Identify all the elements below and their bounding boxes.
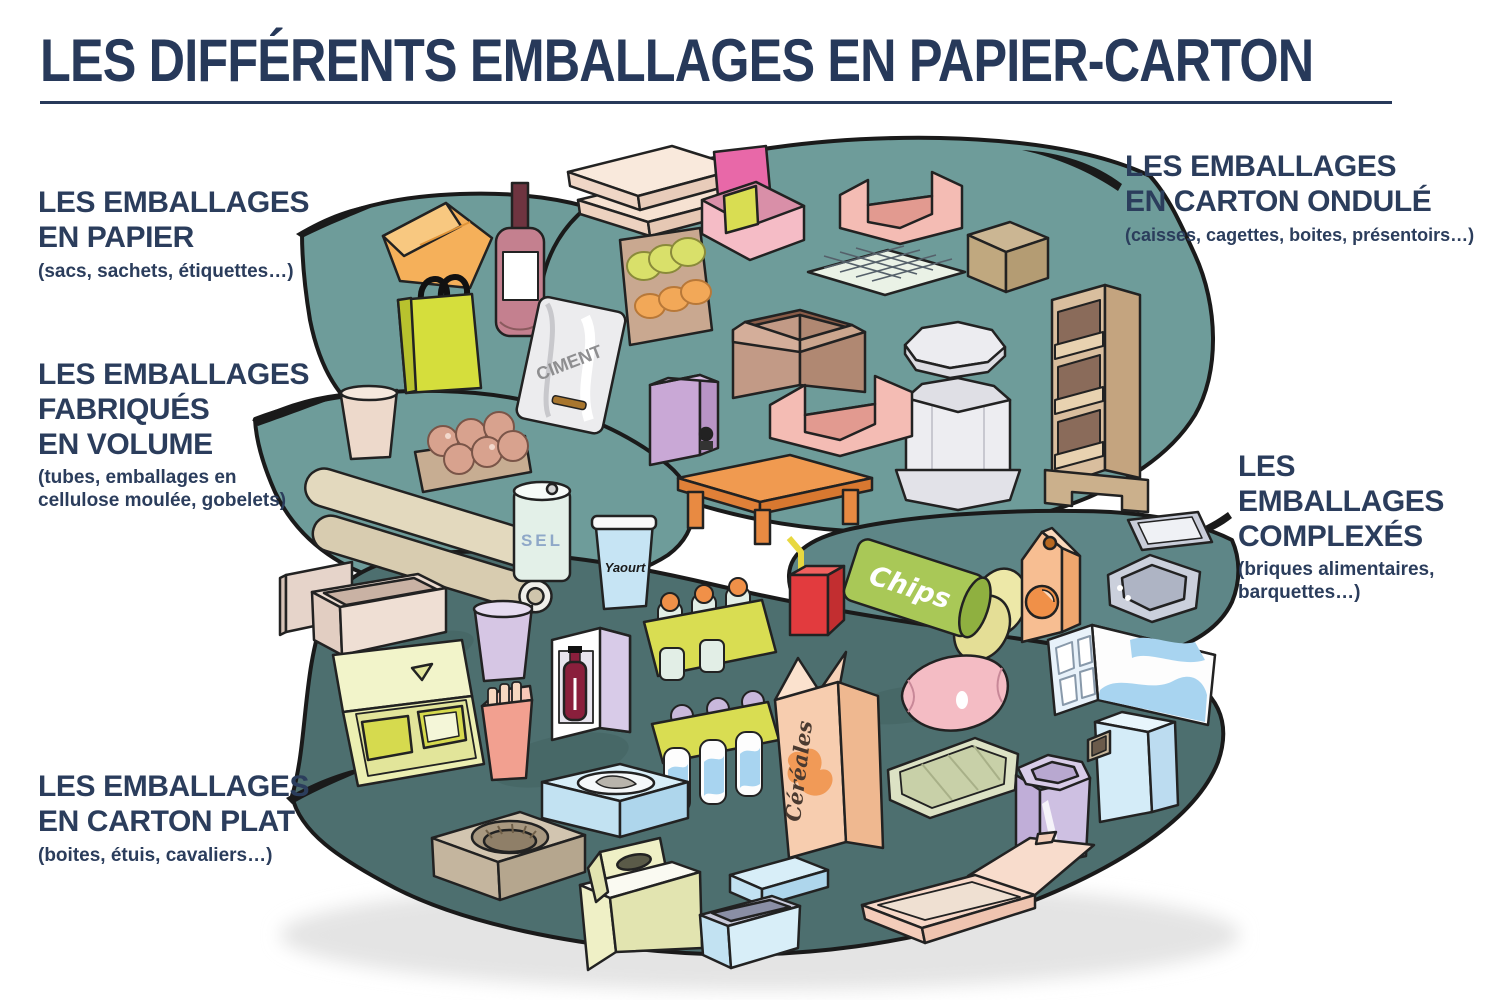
cardboard-tubes [304, 467, 553, 614]
svg-text:SEL: SEL [521, 531, 563, 550]
wine-bottle [494, 181, 546, 338]
category-subtitle: (boites, étuis, cavaliers…) [38, 844, 273, 866]
foil-lid-sheet [1126, 510, 1214, 552]
dispenser-box [1086, 710, 1180, 824]
chocolate-box [331, 638, 486, 788]
milk-carton-lying [1046, 623, 1217, 727]
bottle-multipack-carrier [650, 690, 781, 813]
ondule-blob-tail [1022, 150, 1122, 191]
bag-in-box [648, 373, 720, 467]
papier-blob-tail [296, 202, 384, 238]
carry-handle-box [578, 836, 704, 972]
display-stand [1043, 283, 1150, 514]
tissue-box [540, 762, 690, 839]
category-label-volume: LES EMBALLAGES FABRIQUÉS EN VOLUME (tube… [38, 358, 309, 512]
category-subtitle: (tubes, emballages en cellulose moulée, … [38, 467, 287, 511]
category-name: LES EMBALLAGES EN CARTON ONDULÉ [1125, 150, 1432, 218]
yogurt-pot: Yaourt [590, 514, 658, 611]
fruit-crate-large [768, 374, 914, 458]
category-name: LES EMBALLAGES FABRIQUÉS EN VOLUME [38, 358, 310, 461]
category-name: LES EMBALLAGES COMPLEXÉS [1238, 450, 1445, 553]
paper-sachet [381, 201, 494, 290]
volume-blob-tail [252, 392, 352, 426]
cereal-box: Céréales [773, 650, 885, 860]
fruit-crate-small [838, 170, 964, 246]
category-subtitle: (sacs, sachets, étiquettes…) [38, 260, 294, 282]
category-name: LES EMBALLAGES EN CARTON PLAT [38, 770, 310, 838]
category-label-papier: LES EMBALLAGES EN PAPIER (sacs, sachets,… [38, 186, 309, 283]
page-title: LES DIFFÉRENTS EMBALLAGES EN PAPIER-CART… [40, 27, 1314, 94]
category-label-ondule: LES EMBALLAGES EN CARTON ONDULÉ (caisses… [1125, 150, 1474, 246]
flat-box-open [860, 830, 1096, 945]
shelf-display-fruit [618, 226, 714, 347]
counter-display-box [700, 144, 806, 262]
pallet-display-base [676, 453, 874, 546]
paper-shopping-bag [396, 274, 483, 395]
grid-divider [806, 245, 967, 297]
octagonal-drum [894, 320, 1022, 512]
pillow-pack [900, 654, 1010, 732]
category-subtitle: (briques alimentaires, barquettes…) [1238, 559, 1435, 603]
juice-carton-gable [1020, 526, 1082, 644]
category-name: LES EMBALLAGES EN PAPIER [38, 186, 310, 254]
salt-box: SEL [512, 480, 572, 583]
bottle-six-pack [642, 577, 778, 681]
popcorn-cup [472, 599, 534, 683]
paper-cup [339, 384, 399, 461]
rigid-box-and-sleeve [278, 560, 448, 657]
carton-plat-blob-tail [286, 764, 378, 804]
svg-text:Yaourt: Yaourt [605, 560, 646, 575]
category-subtitle: (caisses, cagettes, boites, présentoirs…… [1125, 224, 1475, 245]
category-label-complexes: LES EMBALLAGES COMPLEXÉS (briques alimen… [1238, 450, 1453, 604]
shipping-box-open [731, 308, 867, 400]
chips-tube: Chips [842, 538, 1029, 662]
cement-sack: CIMENT [515, 295, 627, 435]
title-divider [40, 101, 1392, 104]
foil-tray [1106, 553, 1202, 624]
kraft-box-lid [966, 220, 1050, 294]
window-box-bottle [550, 626, 632, 742]
category-label-carton-plat: LES EMBALLAGES EN CARTON PLAT (boites, é… [38, 770, 309, 867]
juice-brick [786, 536, 846, 637]
setup-box-with-lid [698, 855, 830, 970]
egg-carton [413, 411, 533, 494]
moulded-cup-holder [430, 810, 587, 902]
moulded-pulp-tray [886, 736, 1020, 820]
fries-cup [480, 681, 534, 782]
